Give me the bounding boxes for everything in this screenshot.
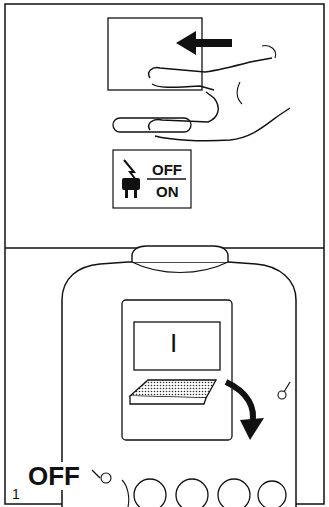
knuckle: [237, 82, 242, 104]
hand-edge: [155, 108, 290, 141]
plug-body: [122, 178, 140, 190]
state-label: OFF: [26, 462, 82, 490]
second-finger: [149, 92, 219, 130]
housing-tab: [132, 246, 228, 262]
switch-recess: [122, 300, 232, 440]
finger-edge: [152, 84, 214, 90]
finger: [149, 58, 272, 78]
knuckle: [262, 46, 276, 58]
plate: [108, 18, 202, 90]
down-arrow: [226, 382, 253, 424]
plug-pin: [134, 190, 137, 198]
lever-symbol: [92, 470, 100, 478]
lever-symbol: [284, 382, 290, 392]
icon-divider: [147, 178, 186, 180]
housing: [62, 262, 296, 507]
socket: [122, 480, 129, 507]
lever-symbol: [278, 391, 286, 399]
plug-pin: [125, 190, 128, 198]
push-arrow: [176, 31, 232, 55]
down-arrow-head: [240, 418, 264, 440]
switch-window: [134, 322, 220, 370]
switch-state-text: OFF: [152, 162, 182, 177]
lightning: [124, 160, 136, 180]
figure-number: 1: [10, 486, 22, 502]
socket: [134, 479, 166, 507]
socket: [258, 481, 286, 507]
switch-state-text: ON: [156, 184, 179, 199]
switch-position-mark: I: [170, 330, 177, 356]
icon-box: [113, 150, 191, 208]
rocker-switch: [130, 380, 216, 398]
socket: [176, 479, 208, 507]
socket: [218, 479, 250, 507]
lever-symbol: [101, 473, 111, 483]
tab-curve: [132, 262, 228, 273]
rocker-edge: [130, 396, 206, 404]
